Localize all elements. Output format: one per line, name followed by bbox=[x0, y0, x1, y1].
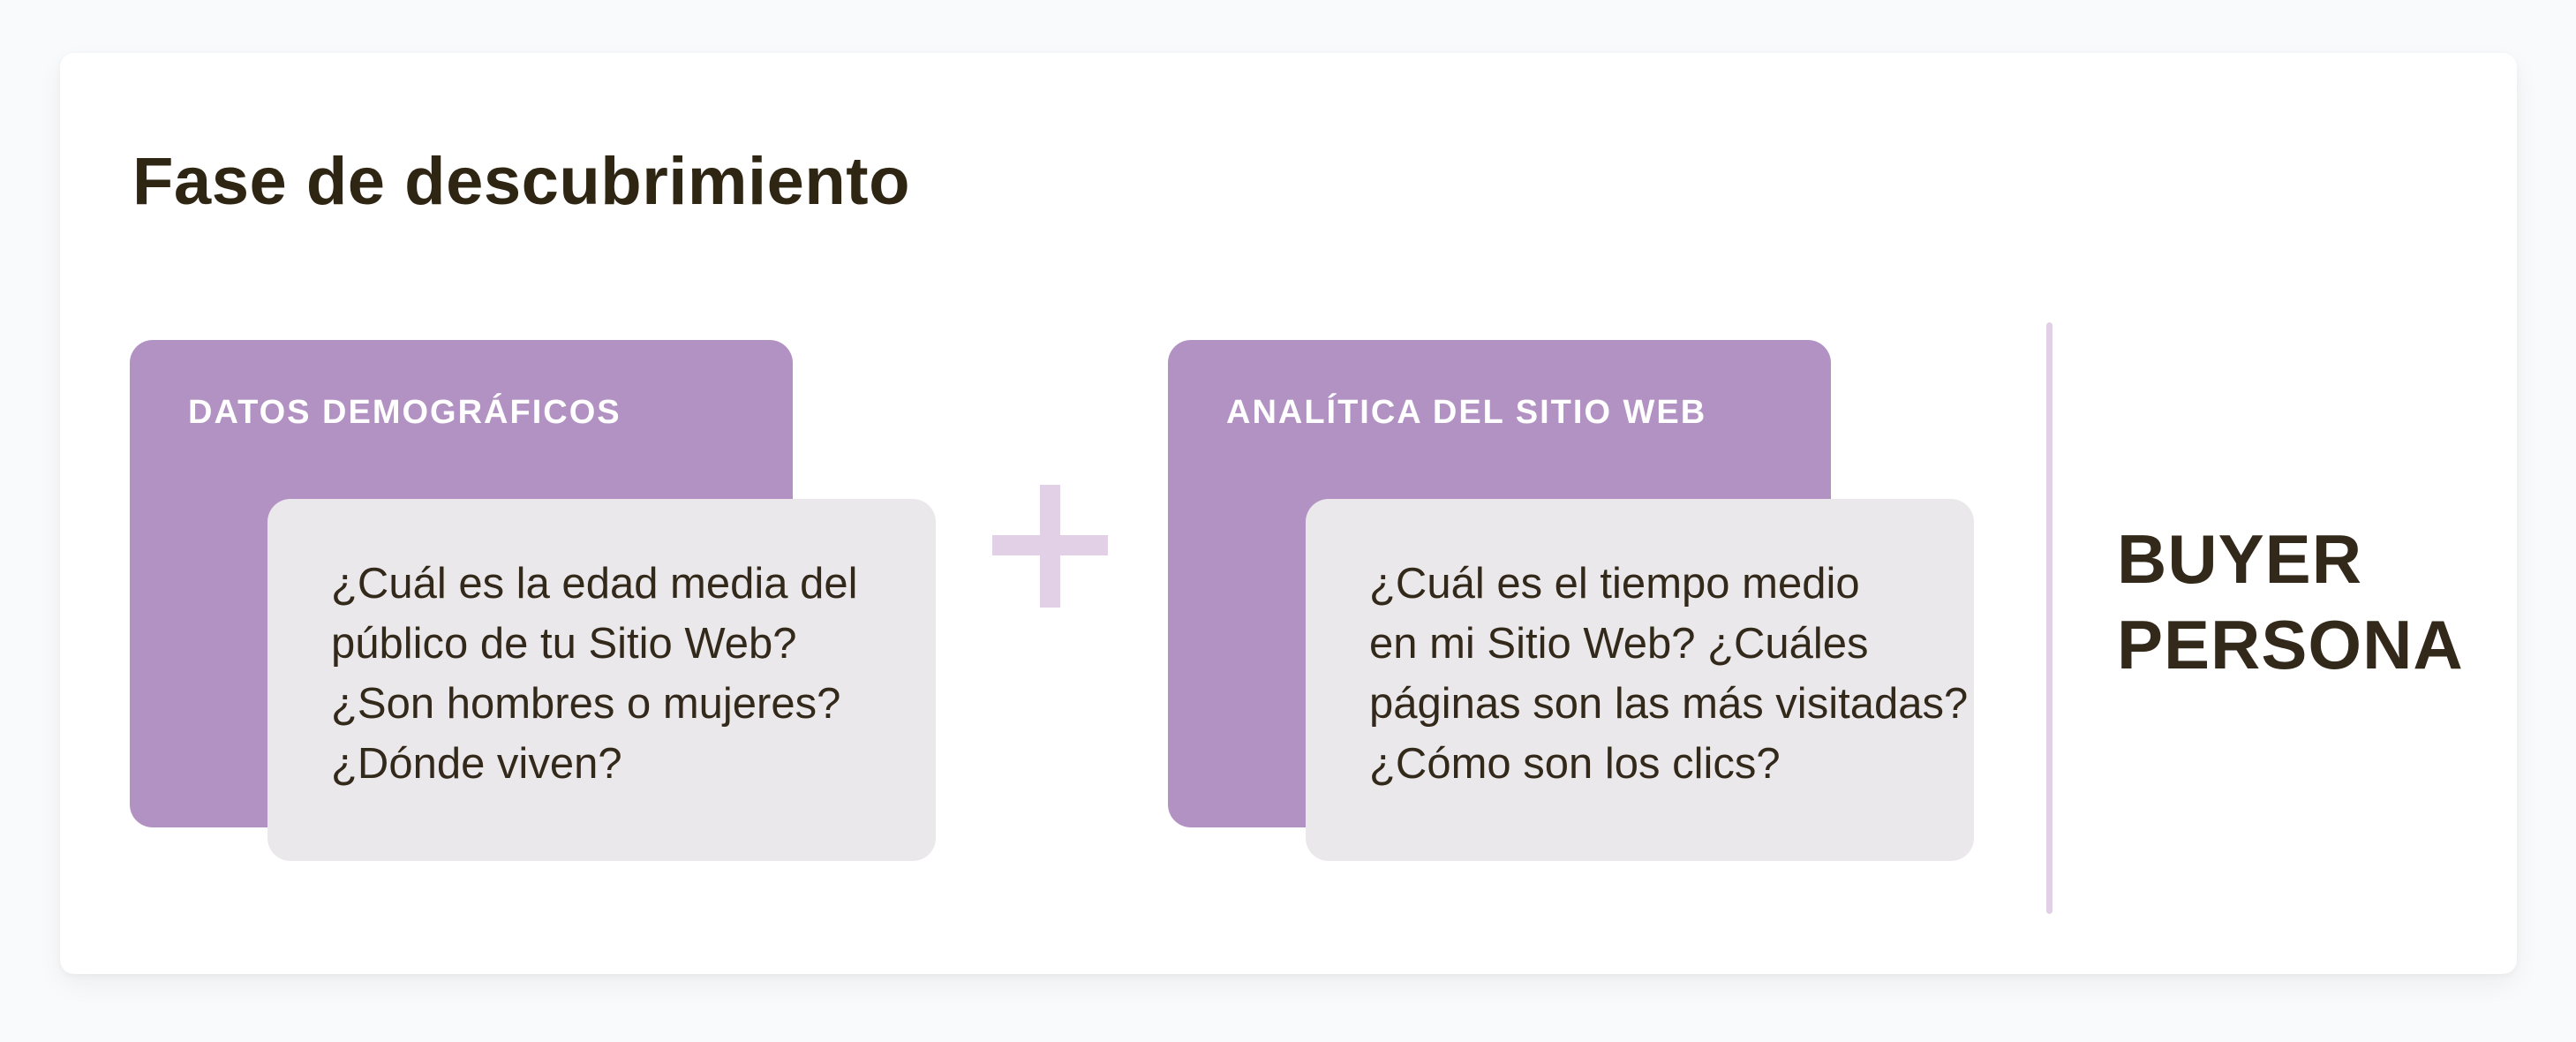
demographics-heading: DATOS DEMOGRÁFICOS bbox=[188, 394, 621, 431]
web-analytics-heading: ANALÍTICA DEL SITIO WEB bbox=[1226, 394, 1707, 431]
buyer-persona-label: BUYER PERSONA bbox=[2117, 520, 2464, 683]
plus-icon-vertical-bar bbox=[1040, 485, 1060, 608]
web-analytics-questions-box: ¿Cuál es el tiempo medio en mi Sitio Web… bbox=[1306, 499, 1974, 861]
page-title: Fase de descubrimiento bbox=[132, 144, 911, 219]
web-analytics-group: ANALÍTICA DEL SITIO WEB ¿Cuál es el tiem… bbox=[1168, 340, 1974, 914]
vertical-divider bbox=[2046, 322, 2053, 914]
slide-card: Fase de descubrimiento DATOS DEMOGRÁFICO… bbox=[60, 53, 2517, 974]
web-analytics-questions-text: ¿Cuál es el tiempo medio en mi Sitio Web… bbox=[1369, 560, 1969, 788]
demographics-group: DATOS DEMOGRÁFICOS ¿Cuál es la edad medi… bbox=[130, 340, 936, 914]
demographics-questions-box: ¿Cuál es la edad media del público de tu… bbox=[267, 499, 936, 861]
demographics-questions-text: ¿Cuál es la edad media del público de tu… bbox=[331, 560, 858, 788]
plus-icon bbox=[992, 485, 1108, 608]
